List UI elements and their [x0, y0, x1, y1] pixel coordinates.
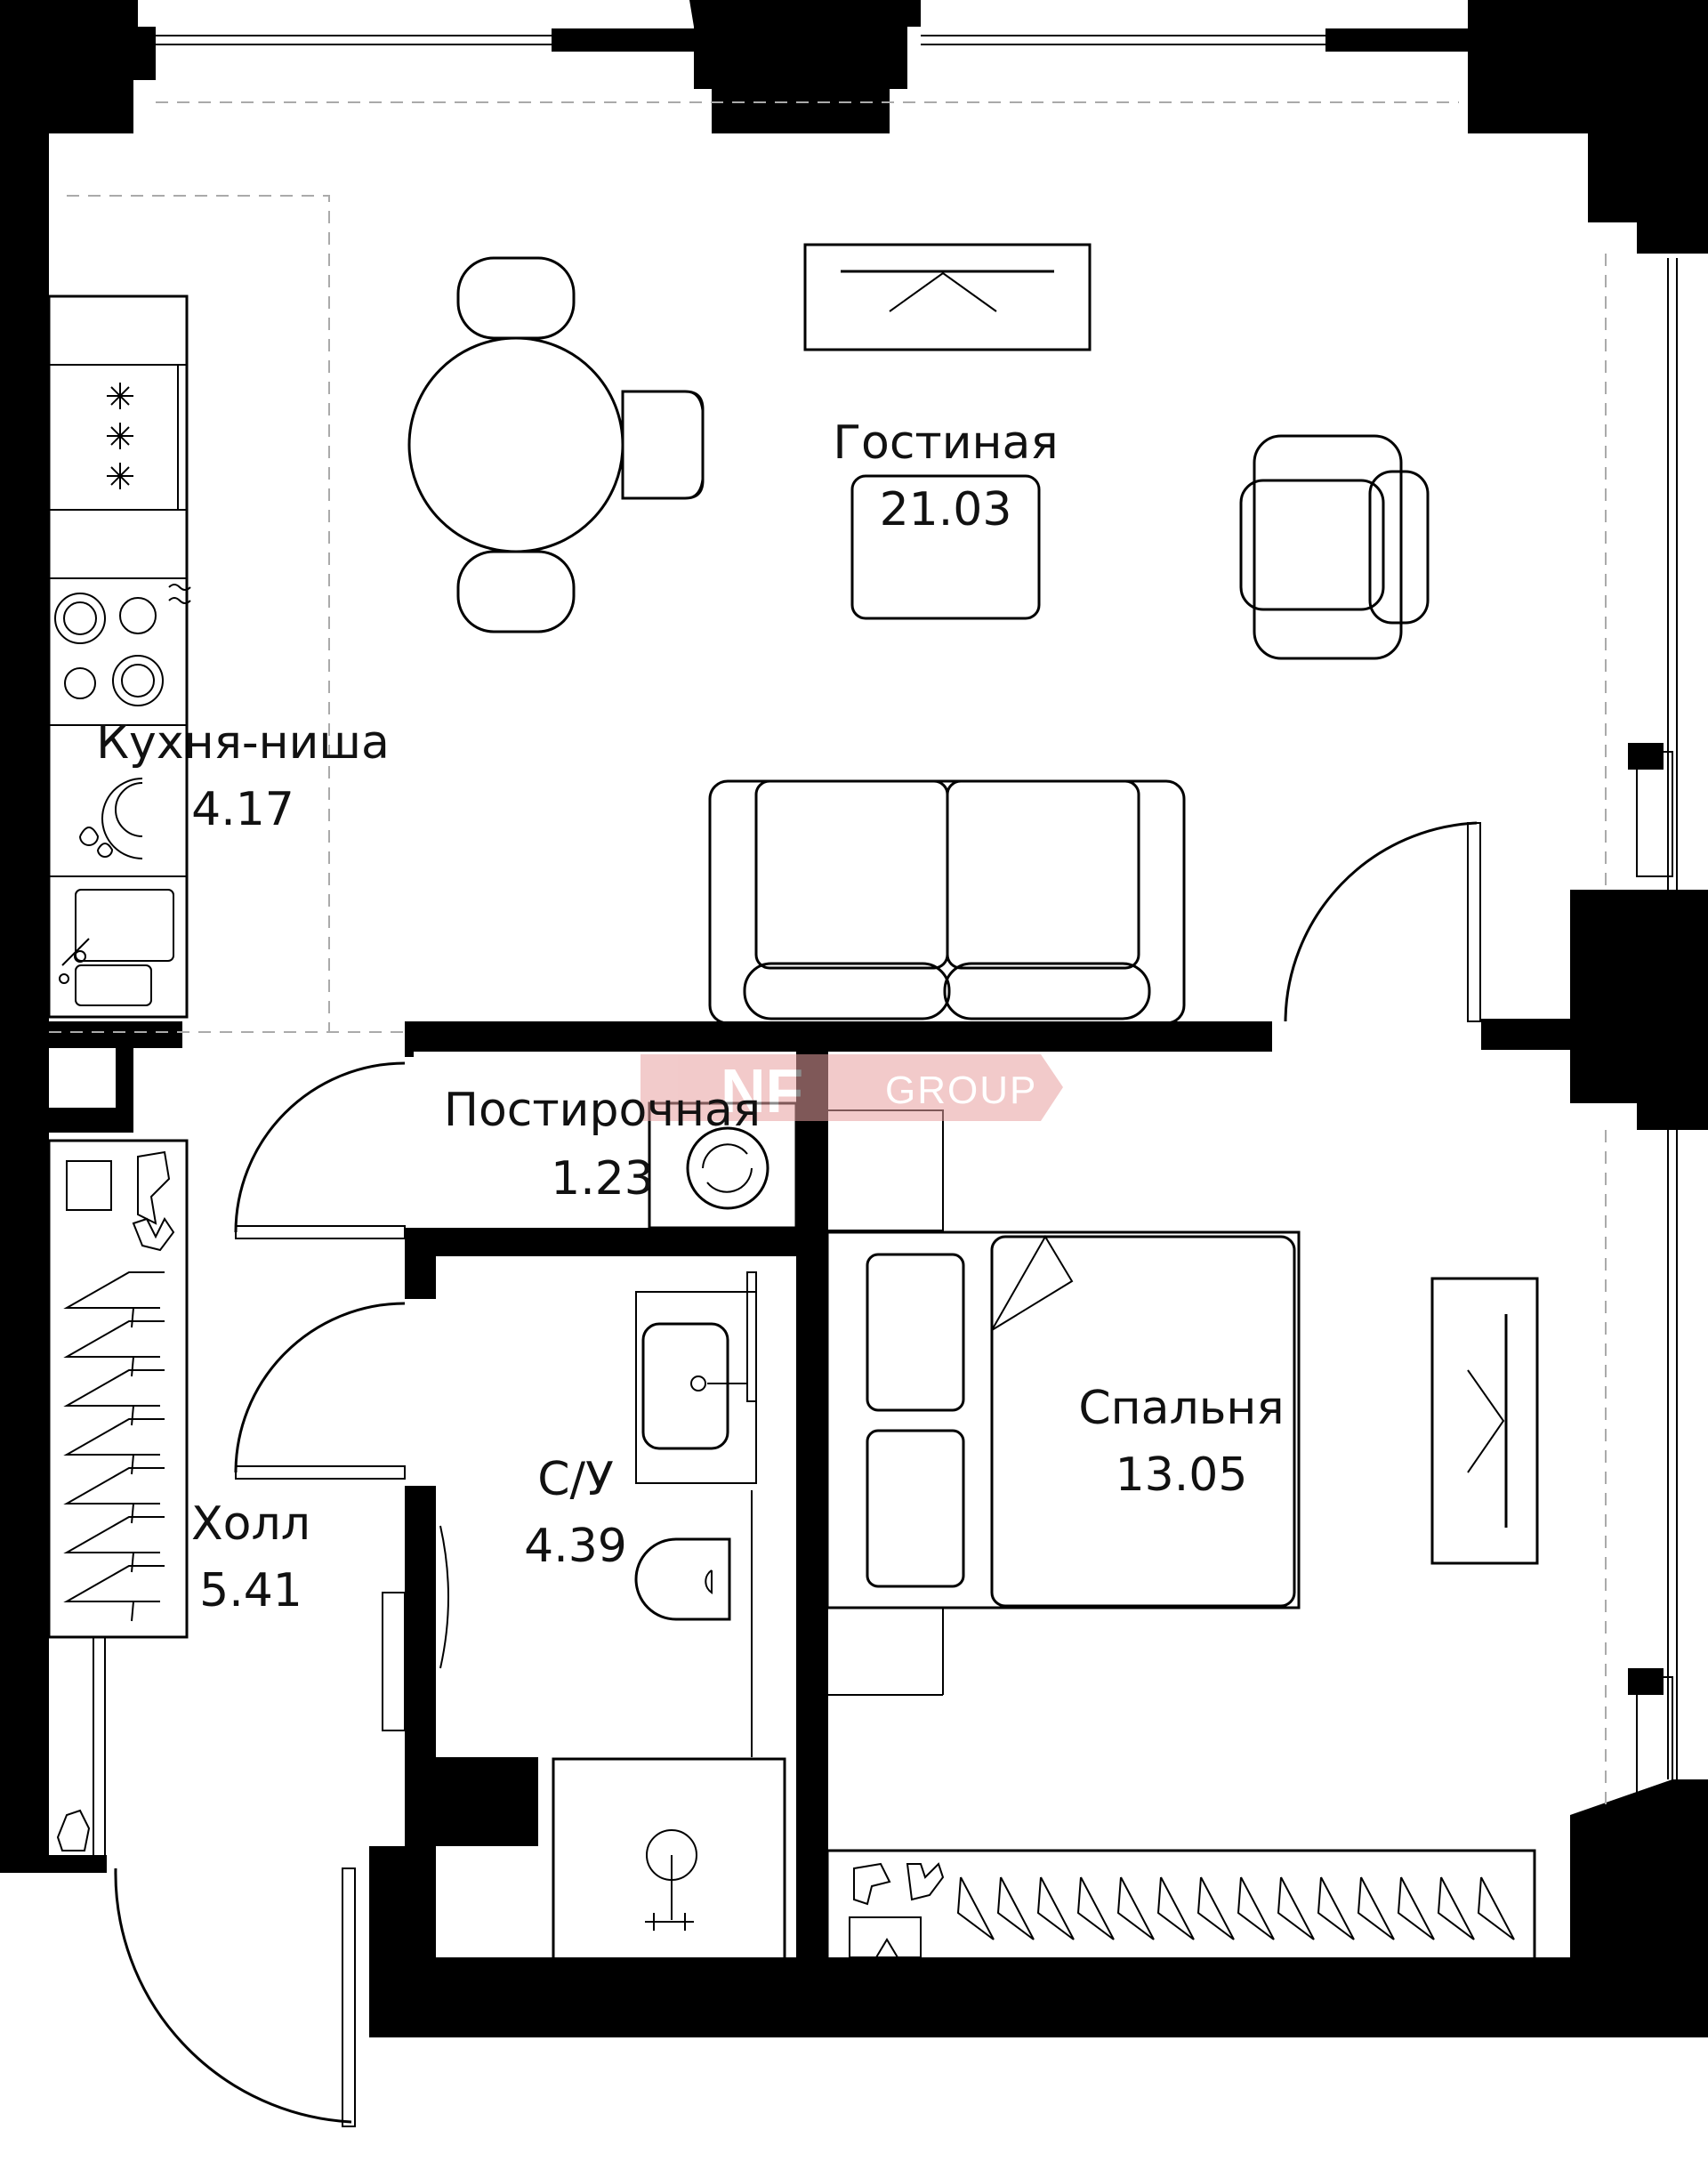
hall-wardrobe [47, 1139, 189, 1851]
watermark-logo: NF GROUP [640, 1054, 1063, 1125]
kitchen-counter [47, 294, 191, 1019]
dishwasher-icon [79, 778, 143, 859]
rug [850, 474, 1041, 620]
kitchen-name: Кухня-ниша [96, 716, 390, 770]
kitchen-sink-icon [59, 889, 174, 1006]
bedroom-name: Спальня [1078, 1382, 1284, 1435]
living-name: Гостиная [833, 416, 1058, 470]
room-labels: Гостиная 21.03 Кухня-ниша 4.17 Постирочн… [96, 416, 1285, 1617]
laundry-area: 1.23 [551, 1152, 654, 1206]
watermark-logo-letters: NF [721, 1056, 803, 1125]
watermark-word-badge [863, 1054, 1063, 1121]
zone-outlines [49, 101, 1607, 1811]
windows [93, 35, 1678, 2037]
living-area: 21.03 [880, 483, 1012, 536]
bedroom-tv-stand [1430, 1277, 1539, 1565]
bathroom-area: 4.39 [524, 1520, 627, 1573]
tv-stand [803, 243, 1092, 351]
cooktop-icon [54, 584, 191, 706]
kitchen-area: 4.17 [191, 783, 294, 836]
hall-name: Холл [191, 1497, 310, 1551]
sofa [708, 779, 1186, 1025]
bed [826, 1117, 1301, 1696]
watermark-word: GROUP [885, 1069, 1037, 1112]
bedroom-area: 13.05 [1116, 1448, 1248, 1502]
armchair [1239, 434, 1430, 660]
bedroom-wardrobe [826, 1849, 1536, 1990]
laundry-name: Постирочная [444, 1084, 761, 1137]
dining-set [407, 256, 705, 633]
bathroom-fixtures [382, 1271, 786, 1961]
hall-area: 5.41 [199, 1564, 302, 1617]
bathroom-name: С/У [537, 1453, 614, 1506]
walls [0, 0, 1708, 2037]
doors [114, 821, 1481, 2127]
snowflake-icon [107, 383, 133, 489]
watermark-logo-mark [640, 1054, 863, 1121]
